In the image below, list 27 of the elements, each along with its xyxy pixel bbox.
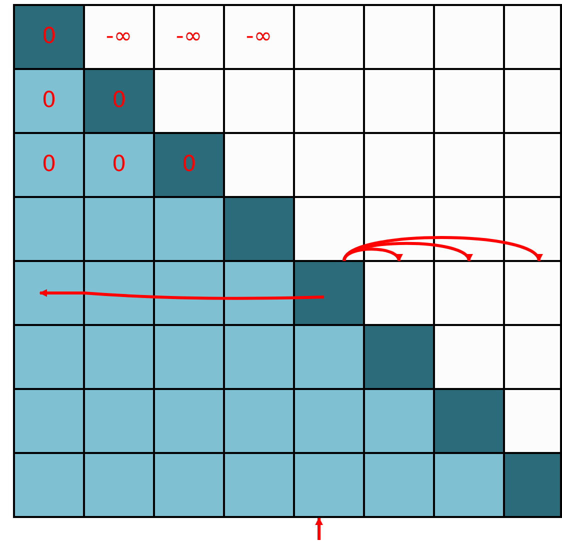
cell-value: -∞	[106, 26, 132, 48]
cell-value: -∞	[246, 26, 272, 48]
arrow	[342, 236, 540, 262]
cell-value: 0	[182, 154, 196, 176]
lower-cell	[13, 134, 85, 198]
upper-cell	[155, 4, 225, 70]
lower-cell	[13, 262, 85, 326]
diagonal-cell	[155, 134, 225, 198]
cell-value: 0	[42, 26, 56, 48]
upper-cell	[85, 4, 155, 70]
diagonal-cell	[295, 262, 365, 326]
diagonal-cell	[13, 4, 85, 70]
arrow	[315, 517, 323, 540]
cell-value: 0	[42, 90, 56, 112]
arrow	[39, 289, 324, 300]
cell-value: 0	[112, 154, 126, 176]
upper-cell	[435, 262, 505, 326]
lower-cell	[295, 454, 365, 518]
cell-value: -∞	[176, 26, 202, 48]
lower-cell	[13, 70, 85, 134]
lower-cell	[85, 134, 155, 198]
upper-cell	[365, 262, 435, 326]
diagonal-cell	[85, 70, 155, 134]
upper-cell	[225, 4, 295, 70]
cell-value: 0	[42, 154, 56, 176]
upper-cell	[505, 262, 562, 326]
cell-value: 0	[112, 90, 126, 112]
